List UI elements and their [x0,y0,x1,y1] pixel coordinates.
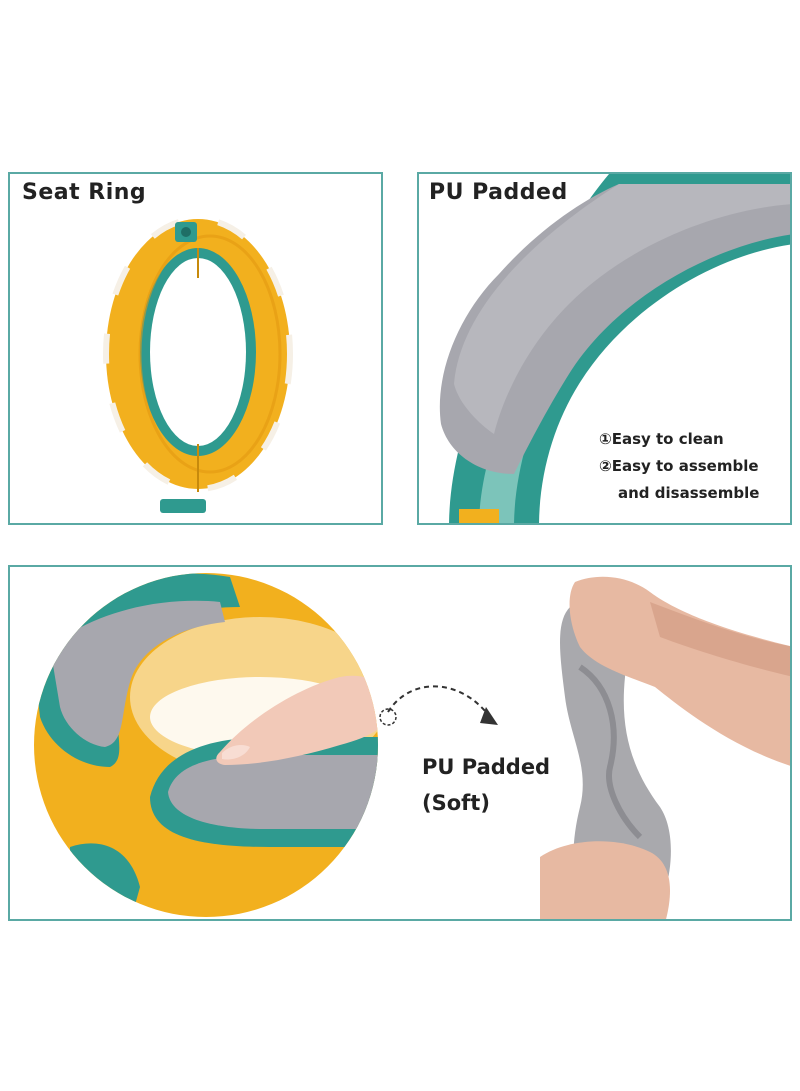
pu-padded-closeup [439,174,790,523]
finger-press-closeup [34,573,790,919]
panel-soft-padding: PU Padded (Soft) [8,565,792,921]
seat-ring-title: Seat Ring [22,180,147,205]
feature-disassemble: and disassemble [618,484,760,502]
feature-list: ①Easy to clean ②Easy to assemble and dis… [599,426,772,507]
panel-pu-padded: PU Padded ①Easy to clean ②Easy to assemb… [417,172,792,525]
soft-padding-label: PU Padded (Soft) [422,749,550,821]
pu-padded-title: PU Padded [429,180,568,205]
panel-seat-ring: Seat Ring [8,172,383,525]
hands-twisting-pad [540,576,790,919]
feature-easy-assemble: ②Easy to assemble [599,457,759,475]
soft-label-line2: (Soft) [422,791,490,815]
dashed-arrow-icon [387,685,491,718]
soft-label-line1: PU Padded [422,755,551,779]
seat-ring-illustration [103,216,293,513]
feature-easy-clean: ①Easy to clean [599,430,724,448]
